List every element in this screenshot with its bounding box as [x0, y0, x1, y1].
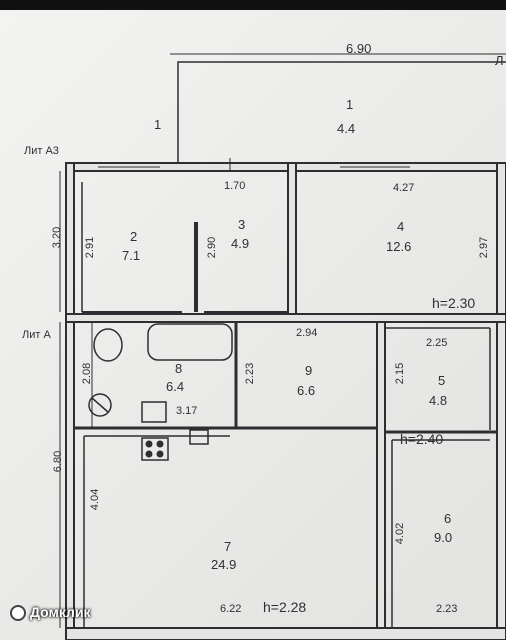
lit-a-label: Лит А — [22, 329, 51, 341]
room-8-area: 6.4 — [166, 379, 185, 394]
dim-2-97: 2.97 — [478, 236, 491, 259]
wall-9-5 — [376, 321, 386, 639]
room-8-number: 8 — [175, 361, 183, 376]
dim-6-80: 6.80 — [52, 450, 65, 473]
lit-top-right-label: Л — [495, 53, 504, 68]
dim-3-20: 3.20 — [51, 226, 64, 249]
top-black-bar — [0, 0, 506, 10]
boiler — [88, 393, 112, 417]
watermark-text: Домклик — [30, 604, 91, 620]
room-1-outline — [177, 61, 506, 165]
height-label-3: h=2.28 — [263, 599, 307, 615]
dim-2-25: 2.25 — [426, 337, 448, 349]
room-9-area: 6.6 — [297, 383, 316, 398]
dim-2-94: 2.94 — [296, 327, 318, 339]
dim-6-22: 6.22 — [220, 603, 242, 615]
dim-2-15: 2.15 — [394, 362, 407, 385]
wall-3-4 — [287, 162, 297, 319]
dim-2-23-bottom: 2.23 — [436, 603, 458, 615]
domclick-logo-icon — [10, 605, 26, 622]
dim-1-70: 1.70 — [224, 180, 246, 192]
top-width-dimension: 6.90 — [346, 41, 372, 56]
toilet — [93, 328, 123, 362]
room-6-area: 9.0 — [434, 530, 453, 545]
dim-4-04: 4.04 — [89, 488, 102, 511]
dim-4-02: 4.02 — [394, 522, 407, 545]
stove — [141, 437, 169, 461]
room-3-number: 3 — [238, 217, 246, 232]
room-7-area: 24.9 — [211, 557, 237, 572]
bathtub — [147, 323, 233, 361]
room-1-area: 4.4 — [337, 121, 356, 136]
wall-middle — [65, 313, 506, 323]
lit-a3-label: Лит А3 — [24, 145, 59, 157]
wall-bottom — [65, 627, 506, 640]
domclick-watermark: Домклик — [10, 604, 91, 622]
outer-one-label: 1 — [154, 117, 162, 132]
dim-3-17: 3.17 — [176, 405, 198, 417]
dim-2-08: 2.08 — [81, 362, 94, 385]
room-5-number: 5 — [438, 373, 446, 388]
room-5-area: 4.8 — [429, 393, 448, 408]
room-1-number: 1 — [346, 97, 354, 112]
dim-4-27: 4.27 — [393, 182, 415, 194]
room-7-number: 7 — [224, 539, 232, 554]
room-4-number: 4 — [397, 219, 405, 234]
kitchen-sink — [189, 429, 209, 445]
dim-2-91: 2.91 — [84, 236, 97, 259]
room-6-number: 6 — [444, 511, 452, 526]
wall-right — [496, 162, 506, 639]
dim-2-90: 2.90 — [206, 236, 219, 259]
room-4-area: 12.6 — [386, 239, 412, 254]
room-2-number: 2 — [130, 229, 138, 244]
sink — [141, 401, 167, 423]
dim-2-23: 2.23 — [244, 362, 257, 385]
height-label-2: h=2.40 — [400, 431, 444, 447]
room-9-number: 9 — [305, 363, 313, 378]
height-label-1: h=2.30 — [432, 295, 476, 311]
room-3-area: 4.9 — [231, 236, 250, 251]
room-2-area: 7.1 — [122, 248, 141, 263]
wall-left — [65, 162, 75, 639]
